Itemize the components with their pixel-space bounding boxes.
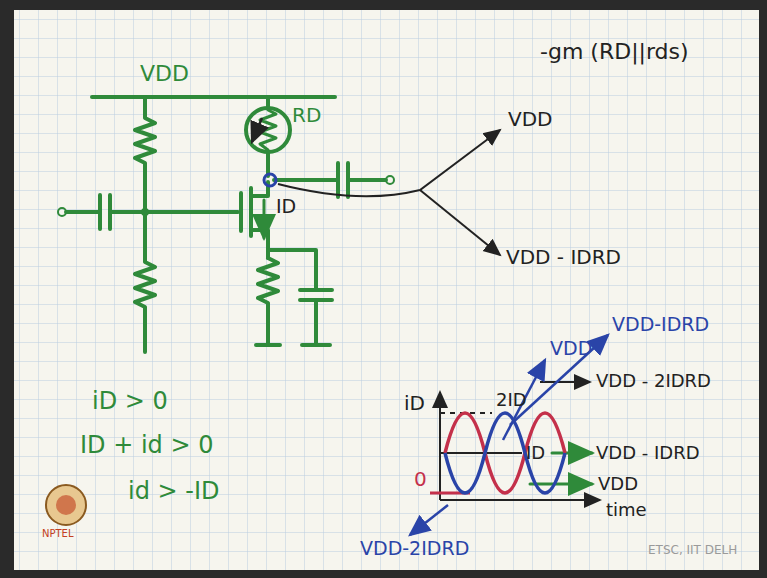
condition-note: iD > 0 xyxy=(92,388,168,414)
node-voltage: VDD - IDRD xyxy=(506,246,621,268)
watermark: ETSC, IIT DELH xyxy=(648,544,737,557)
current-label: ID xyxy=(276,196,296,217)
axis-label: iD xyxy=(404,392,425,414)
voltage-label: VDD xyxy=(550,338,592,359)
condition-note: id > -ID xyxy=(128,478,220,504)
voltage-label: VDD xyxy=(598,474,638,494)
voltage-label: VDD-2IDRD xyxy=(360,538,469,559)
condition-note: ID + id > 0 xyxy=(80,432,213,458)
axis-label: time xyxy=(606,500,647,520)
supply-label: VDD xyxy=(140,62,189,86)
voltage-label: VDD - IDRD xyxy=(596,443,700,463)
resistor-label: RD xyxy=(292,104,321,126)
level-label: 2ID xyxy=(496,390,527,410)
zero-label: 0 xyxy=(414,468,427,490)
node-voltage: VDD xyxy=(508,108,552,130)
gain-formula: -gm (RD||rds) xyxy=(540,40,689,64)
logo-text: NPTEL xyxy=(42,528,74,539)
voltage-label: VDD - 2IDRD xyxy=(596,371,711,391)
level-label: ID xyxy=(526,443,545,463)
voltage-label: VDD-IDRD xyxy=(612,314,709,335)
